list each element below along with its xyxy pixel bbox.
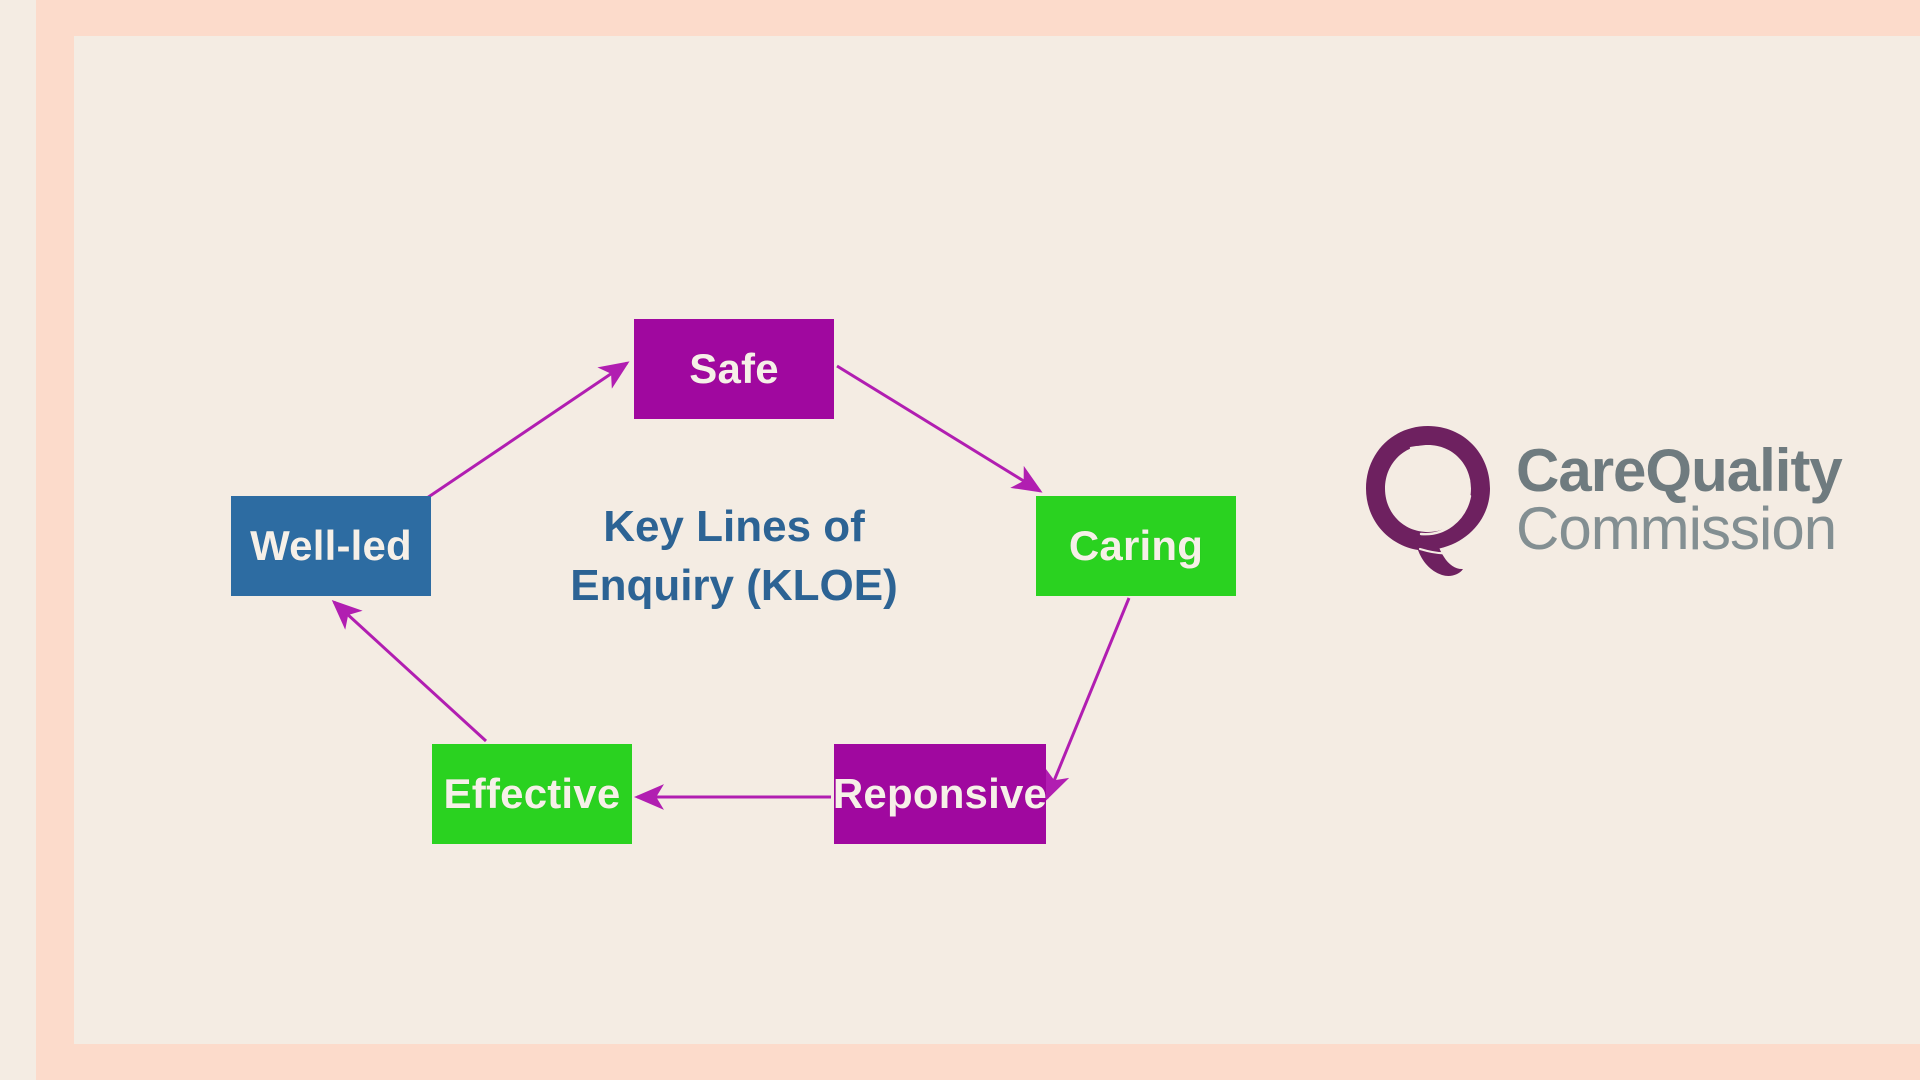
node-responsive[interactable]: Reponsive [832,744,1048,844]
edge-caring-to-responsive [1045,597,1131,801]
cqc-wordmark: CareQuality Commission [1516,436,1843,562]
cqc-wordmark-line-1: CareQuality [1516,436,1843,504]
node-safe-label: Safe [689,345,779,392]
cqc-wordmark-line-2: Commission [1516,495,1837,562]
center-title-line-1: Key Lines of [603,502,865,551]
kloe-diagram: Safe Caring Reponsive Effective Well-led… [74,36,1920,1044]
edge-wellled-to-safe [423,361,630,502]
edge-safe-to-caring [836,364,1043,493]
node-effective-label: Effective [443,770,621,817]
diagram-center-title: Key Lines of Enquiry (KLOE) [514,498,954,615]
node-wellled-label: Well-led [250,522,412,569]
node-effective[interactable]: Effective [432,744,632,844]
node-responsive-label: Reponsive [832,770,1048,817]
node-caring-label: Caring [1068,522,1204,569]
node-wellled[interactable]: Well-led [231,496,431,596]
center-title-line-2: Enquiry (KLOE) [570,560,898,610]
care-quality-commission-logo: CareQuality Commission [1364,424,1843,576]
node-safe[interactable]: Safe [634,319,834,419]
cqc-q-mark-icon [1366,426,1490,576]
edge-effective-to-wellled [331,599,488,743]
node-caring[interactable]: Caring [1036,496,1236,596]
slide-canvas: Safe Caring Reponsive Effective Well-led… [74,36,1920,1044]
